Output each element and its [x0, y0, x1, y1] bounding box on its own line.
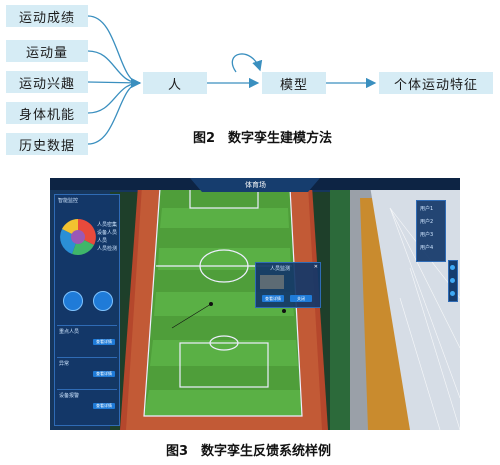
popup-title: 人员监测 — [270, 266, 291, 272]
list-item-2-label: 异常 — [59, 361, 70, 367]
connector-3 — [87, 81, 141, 84]
popup-close-button[interactable]: 关闭 — [290, 295, 312, 302]
list-item-1: 重点人员 查看详情 — [57, 325, 117, 348]
list-item-1-button[interactable]: 查看详情 — [93, 339, 115, 345]
right-panel-item-2[interactable]: 用户2 — [420, 219, 434, 225]
input-box-3: 运动兴趣 — [6, 71, 88, 93]
model-node: 模型 — [262, 72, 326, 94]
figure3-caption: 图3 数字孪生反馈系统样例 — [166, 444, 332, 459]
legend-item-4: 人员检测 — [97, 246, 118, 252]
output-node: 个体运动特征 — [379, 72, 493, 94]
list-item-1-label: 重点人员 — [59, 329, 80, 335]
connector-1 — [87, 15, 142, 89]
right-panel-item-4[interactable]: 用户4 — [420, 245, 434, 251]
flow-arrows — [87, 15, 377, 145]
input-box-5: 历史数据 — [6, 133, 88, 155]
list-item-3-label: 设备报警 — [59, 393, 80, 399]
input-box-1: 运动成绩 — [6, 5, 88, 27]
right-panel: 用户1 用户2 用户3 用户4 — [416, 200, 446, 262]
camera-button-1[interactable] — [63, 291, 83, 311]
input-box-2: 运动量 — [6, 40, 88, 62]
right-panel-item-1[interactable]: 用户1 — [420, 206, 434, 212]
status-pie-chart — [60, 219, 96, 255]
screen-title: 体育场 — [245, 181, 266, 189]
right-panel-item-3[interactable]: 用户3 — [420, 232, 434, 238]
zoom-in-icon[interactable] — [450, 265, 455, 270]
list-item-2-button[interactable]: 查看详情 — [93, 371, 115, 377]
layers-icon[interactable] — [450, 291, 455, 296]
legend-item-3: 人员 — [97, 238, 108, 244]
person-popup: 人员监测 ✕ 查看详情 关闭 — [255, 262, 321, 308]
list-item-3-button[interactable]: 查看详情 — [93, 403, 115, 409]
side-toolbar — [448, 260, 458, 302]
person-node: 人 — [143, 72, 207, 94]
connector-5 — [87, 82, 141, 145]
input-box-4: 身体机能 — [6, 102, 88, 124]
popup-close-icon[interactable]: ✕ — [313, 264, 318, 270]
legend-item-1: 人员密集 — [97, 222, 118, 228]
connector-4 — [87, 82, 141, 114]
camera-button-2[interactable] — [93, 291, 113, 311]
list-item-3: 设备报警 查看详情 — [57, 389, 117, 412]
left-panel: 智能监控 人员密集 设备人员 人员 人员检测 重点人员 查看详情 异常 查看详情… — [54, 194, 120, 426]
figure2-caption: 图2 数字孪生建模方法 — [193, 131, 333, 146]
connector-2 — [87, 50, 141, 84]
loop-arrow — [231, 53, 263, 73]
legend-item-2: 设备人员 — [97, 230, 118, 236]
list-item-2: 异常 查看详情 — [57, 357, 117, 380]
left-panel-title: 智能监控 — [58, 198, 79, 204]
zoom-out-icon[interactable] — [450, 278, 455, 283]
popup-detail-button[interactable]: 查看详情 — [262, 295, 284, 302]
feedback-system-screenshot: 体育场 智能监控 人员密集 设备人员 人员 人员检测 重点人员 查看详情 异常 … — [50, 178, 460, 430]
popup-photo — [260, 275, 284, 289]
